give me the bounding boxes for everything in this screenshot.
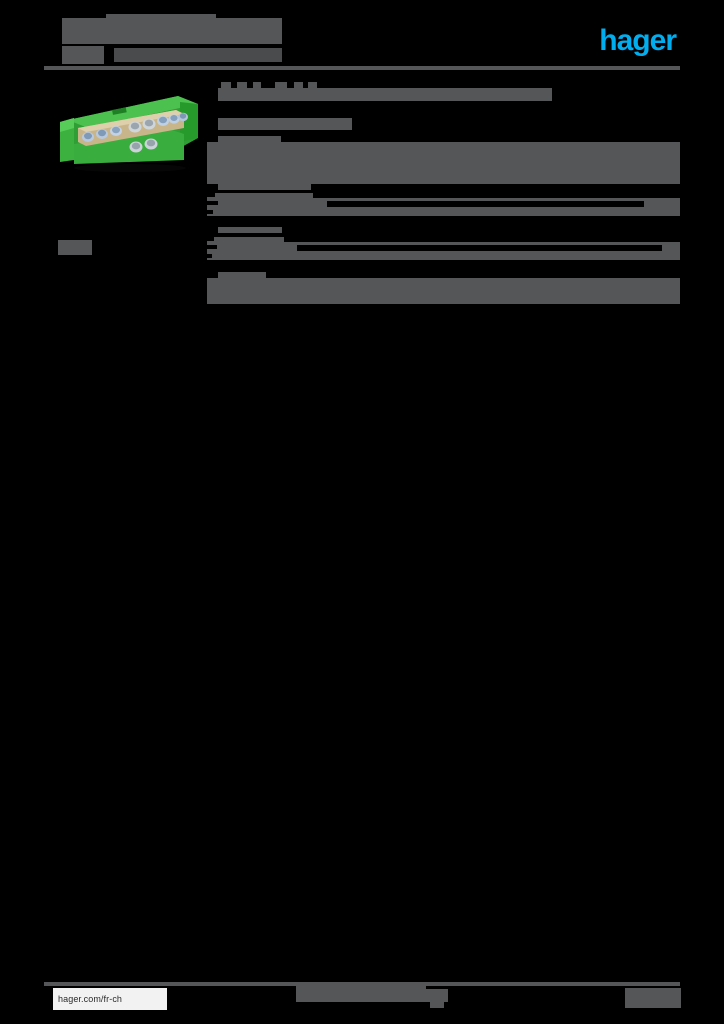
spec-row-1-label bbox=[218, 193, 313, 215]
footer-band-body bbox=[207, 278, 680, 304]
footer-section-band bbox=[207, 272, 680, 312]
product-name-ascender-5 bbox=[294, 82, 303, 88]
spec-row-2-leader bbox=[297, 245, 662, 251]
product-name-row bbox=[207, 82, 680, 110]
description-section bbox=[207, 136, 680, 188]
spec-row bbox=[207, 227, 680, 264]
product-name-ascender-2 bbox=[237, 82, 247, 88]
right-column bbox=[207, 82, 680, 312]
catalogue-line-row bbox=[207, 110, 680, 136]
spec-row-1-label-cap bbox=[218, 184, 311, 190]
description-body bbox=[207, 142, 680, 184]
product-reference bbox=[58, 240, 92, 255]
spec-row-1-leader bbox=[327, 201, 644, 207]
catalogue-line bbox=[218, 118, 352, 130]
spec-row-1-value bbox=[647, 201, 672, 208]
hager-logo: hager bbox=[599, 24, 677, 57]
product-name bbox=[218, 88, 552, 101]
product-name-ascender-6 bbox=[308, 82, 317, 88]
footer-website-link[interactable]: hager.com/fr-ch bbox=[53, 988, 167, 1010]
spec-row-2-label-cap bbox=[218, 227, 282, 233]
document-subtitle-left bbox=[62, 46, 104, 64]
footer-band-label bbox=[218, 272, 266, 278]
description-heading bbox=[218, 136, 281, 143]
header-divider bbox=[44, 66, 680, 70]
left-column bbox=[44, 82, 198, 255]
spec-row-2-label bbox=[218, 237, 284, 259]
spec-row-2-value bbox=[664, 245, 680, 252]
footer-center-note-text bbox=[296, 989, 448, 1002]
footer-center-note-ascenders bbox=[296, 983, 426, 989]
footer-center-note bbox=[296, 983, 448, 1008]
footer-page-number bbox=[625, 988, 681, 1008]
document-title bbox=[62, 18, 282, 44]
product-name-ascender-4 bbox=[275, 82, 287, 88]
document-title-ascenders bbox=[106, 14, 216, 21]
product-image bbox=[52, 82, 202, 174]
product-name-ascender-3 bbox=[253, 82, 261, 88]
spec-row bbox=[207, 184, 680, 220]
document-subtitle-right bbox=[114, 48, 282, 62]
footer-center-note-descender bbox=[430, 998, 444, 1008]
page-header: hager bbox=[44, 14, 680, 68]
product-name-ascender-1 bbox=[221, 82, 231, 88]
